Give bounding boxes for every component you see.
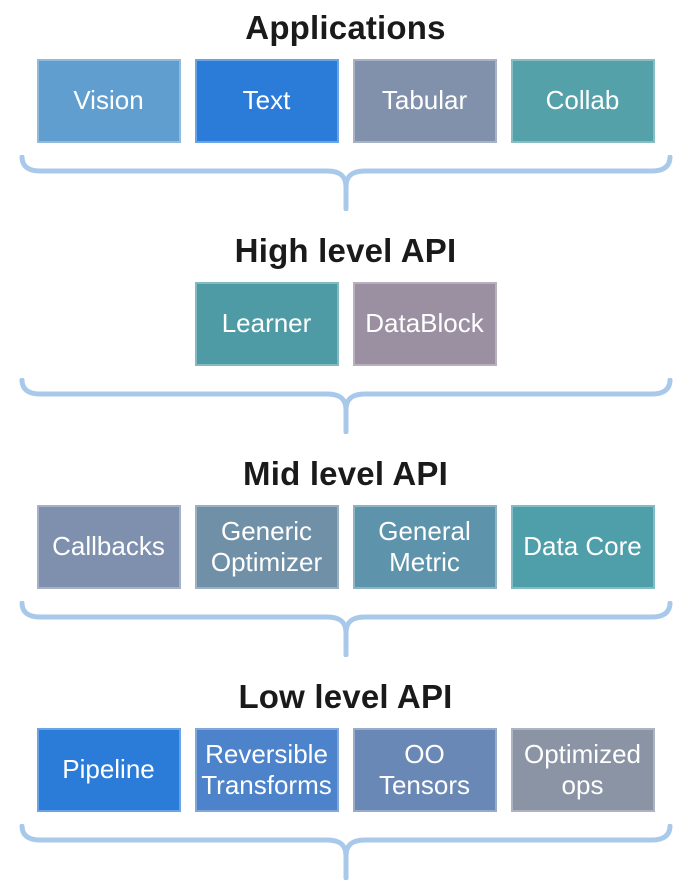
component-label: Pipeline	[62, 754, 155, 785]
component-label: Collab	[545, 85, 620, 116]
component-box-text: Text	[194, 59, 339, 143]
component-box-callbacks: Callbacks	[36, 505, 181, 589]
component-label: Generic Optimizer	[210, 515, 323, 577]
layer-title: Mid level API	[243, 455, 448, 492]
component-label: Tabular	[381, 85, 468, 116]
api-layer-section: Low level API Pipeline Reversible Transf…	[0, 675, 691, 880]
component-box-datablock: DataBlock	[352, 282, 497, 366]
box-row: Callbacks Generic Optimizer General Metr…	[0, 505, 691, 589]
component-label: Text	[242, 85, 291, 116]
component-label: Data Core	[523, 531, 642, 562]
component-label: Reversible Transforms	[201, 738, 332, 800]
api-layer-section: High level API Learner DataBlock	[0, 229, 691, 434]
box-row: Vision Text Tabular Collab	[0, 59, 691, 143]
component-label: Vision	[73, 85, 144, 116]
component-label: General Metric	[378, 515, 471, 577]
component-box-learner: Learner	[194, 282, 339, 366]
layer-title: Applications	[245, 9, 446, 46]
component-label: DataBlock	[365, 308, 484, 339]
underbrace-icon	[19, 601, 672, 657]
component-box-general-metric: General Metric	[352, 505, 497, 589]
component-box-optimized-ops: Optimized ops	[510, 728, 655, 812]
underbrace-icon	[19, 824, 672, 880]
box-row: Pipeline Reversible Transforms OO Tensor…	[0, 728, 691, 812]
api-layer-section: Applications Vision Text Tabular Collab	[0, 6, 691, 211]
api-layer-section: Mid level API Callbacks Generic Optimize…	[0, 452, 691, 657]
component-label: OO Tensors	[378, 738, 471, 800]
component-box-tabular: Tabular	[352, 59, 497, 143]
underbrace-icon	[19, 378, 672, 434]
underbrace-icon	[19, 155, 672, 211]
component-box-oo-tensors: OO Tensors	[352, 728, 497, 812]
component-box-data-core: Data Core	[510, 505, 655, 589]
layer-title: High level API	[234, 232, 457, 269]
component-box-generic-optimizer: Generic Optimizer	[194, 505, 339, 589]
layer-title: Low level API	[238, 678, 453, 715]
component-box-collab: Collab	[510, 59, 655, 143]
architecture-diagram: Applications Vision Text Tabular Collab …	[0, 6, 691, 880]
component-box-pipeline: Pipeline	[36, 728, 181, 812]
component-label: Optimized ops	[523, 738, 642, 800]
component-label: Callbacks	[52, 531, 165, 562]
component-box-reversible-transforms: Reversible Transforms	[194, 728, 339, 812]
component-box-vision: Vision	[36, 59, 181, 143]
box-row: Learner DataBlock	[0, 282, 691, 366]
component-label: Learner	[221, 308, 312, 339]
